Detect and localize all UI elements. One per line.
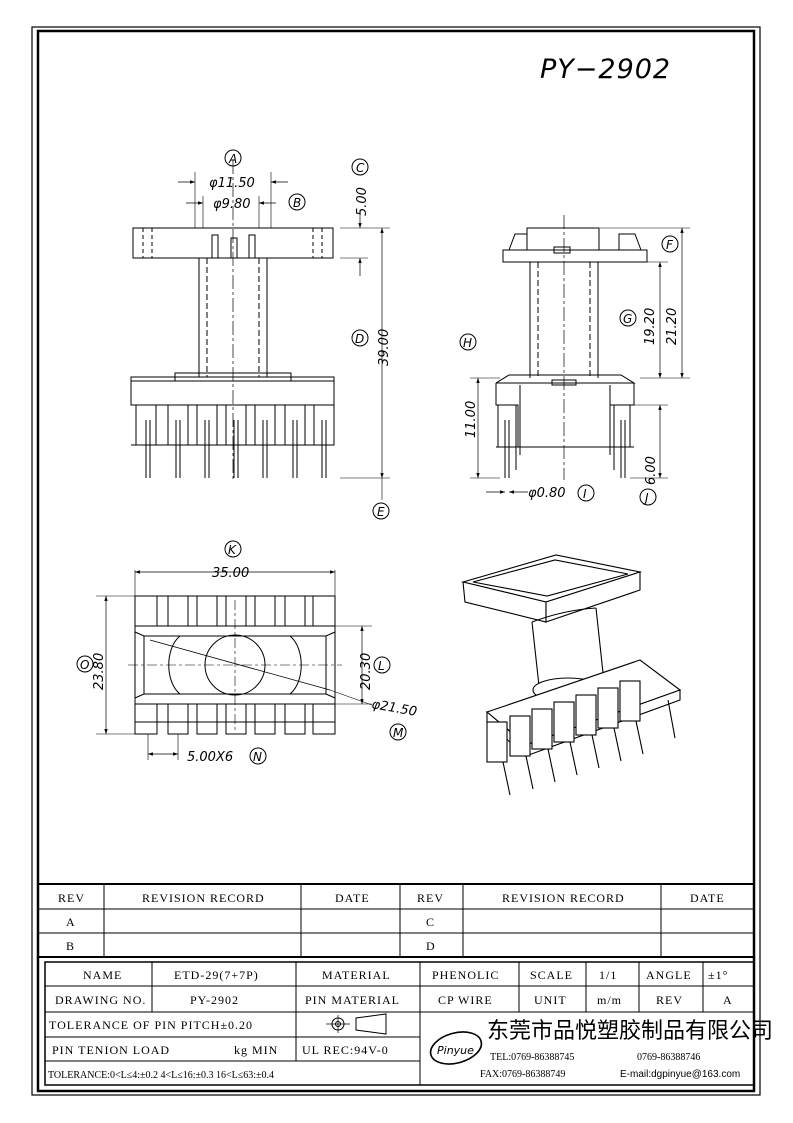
svg-text:A: A [228,152,237,166]
tolerance-line: TOLERANCE:0<L≤4:±0.2 4<L≤16:±0.3 16<L≤63… [48,1070,274,1081]
name-value: ETD-29(7+7P) [174,968,259,982]
revision-table [38,883,754,958]
rev-row-a: A [66,915,76,929]
pin-tension-label: PIN TENION LOAD [52,1043,170,1057]
drawing-title: PY−2902 [540,54,671,85]
callout-F: F [661,235,679,253]
svg-text:L: L [378,659,385,673]
isometric-view [460,554,682,796]
callout-I: I [577,484,595,502]
company-name: 东莞市品悦塑胶制品有限公司 [487,1019,773,1044]
pin-material-value: CP WIRE [438,993,493,1007]
company-tel2: 0769-86388746 [637,1052,700,1063]
callout-K: K [224,540,242,558]
angle-label: ANGLE [646,968,692,982]
callout-D: D [351,329,369,347]
dim-O-text: 23.80 [92,653,107,690]
company-fax: FAX:0769-86388749 [480,1069,565,1080]
callout-N: N [249,747,267,765]
svg-text:B: B [293,196,301,210]
side-view [470,215,690,494]
bottom-view [96,570,373,760]
dim-C-text: 5.00 [355,187,370,216]
dim-D-text: 39.00 [377,329,392,366]
rev-row-b: B [66,939,75,953]
callout-G: G [619,309,637,327]
callout-H: H [459,333,477,351]
callout-E: E [372,502,390,520]
pin-tension-unit: kg MIN [234,1043,278,1057]
svg-text:K: K [228,543,237,557]
pin-material-label: PIN MATERIAL [305,993,400,1007]
pin-pitch-tolerance: TOLERANCE OF PIN PITCH±0.20 [49,1018,253,1032]
company-email: E-mail:dgpinyue@163.com [620,1069,740,1080]
revision-record-header-2: REVISION RECORD [502,891,625,905]
front-view [130,160,390,500]
rev-header-1: REV [58,891,85,905]
svg-text:M: M [393,726,404,740]
material-label: MATERIAL [322,968,391,982]
callout-M: M [389,723,407,741]
date-header-2: DATE [690,891,725,905]
dim-A-text: φ11.50 [209,176,255,191]
rev-header-2: REV [417,891,444,905]
dim-M-text: φ21.50 [370,697,418,720]
inner-frame [36,29,756,1093]
drawing-no-label: DRAWING NO. [55,993,146,1007]
callout-A: A [224,149,242,167]
scale-label: SCALE [530,968,573,982]
ul-rec: UL REC:94V-0 [302,1043,389,1057]
scale-value: 1/1 [599,968,617,982]
dim-F-text: 21.20 [665,308,680,345]
svg-text:N: N [253,750,262,764]
callout-L: L [373,656,391,674]
callout-O: O [76,655,94,673]
dim-J-text: 6.00 [644,456,659,485]
callout-C: C [351,158,369,176]
svg-text:D: D [355,332,364,346]
company-tel: TEL:0769-86388745 [490,1052,574,1063]
unit-value: m/m [597,993,622,1007]
svg-text:G: G [623,312,632,326]
outer-frame [31,26,761,1096]
rev-label: REV [656,993,683,1007]
name-label: NAME [83,968,122,982]
callout-B: B [288,193,306,211]
title-block [44,961,755,1086]
date-header-1: DATE [335,891,370,905]
company-logo: Pinyue [437,1044,474,1057]
svg-text:J: J [643,491,649,505]
dim-N-text: 5.00X6 [187,750,233,765]
dim-H-text: 11.00 [464,401,479,438]
angle-value: ±1° [708,968,728,982]
dim-I-text: φ0.80 [528,486,566,501]
dim-G-text: 19.20 [643,308,658,345]
callout-J: J [639,488,657,506]
unit-label: UNIT [534,993,567,1007]
dim-B-text: φ9.80 [213,197,251,212]
drawing-no-value: PY-2902 [190,993,239,1007]
rev-row-c: C [426,915,435,929]
rev-value: A [723,993,733,1007]
svg-text:I: I [583,487,587,501]
dim-K-text: 35.00 [212,566,249,581]
rev-row-d: D [426,939,436,953]
dim-L-text: 20.30 [359,653,374,690]
revision-record-header-1: REVISION RECORD [142,891,265,905]
svg-text:O: O [80,658,89,672]
svg-text:E: E [377,505,385,519]
material-value: PHENOLIC [432,968,499,982]
svg-text:C: C [356,161,365,175]
svg-text:F: F [666,238,674,252]
svg-text:H: H [463,336,472,350]
